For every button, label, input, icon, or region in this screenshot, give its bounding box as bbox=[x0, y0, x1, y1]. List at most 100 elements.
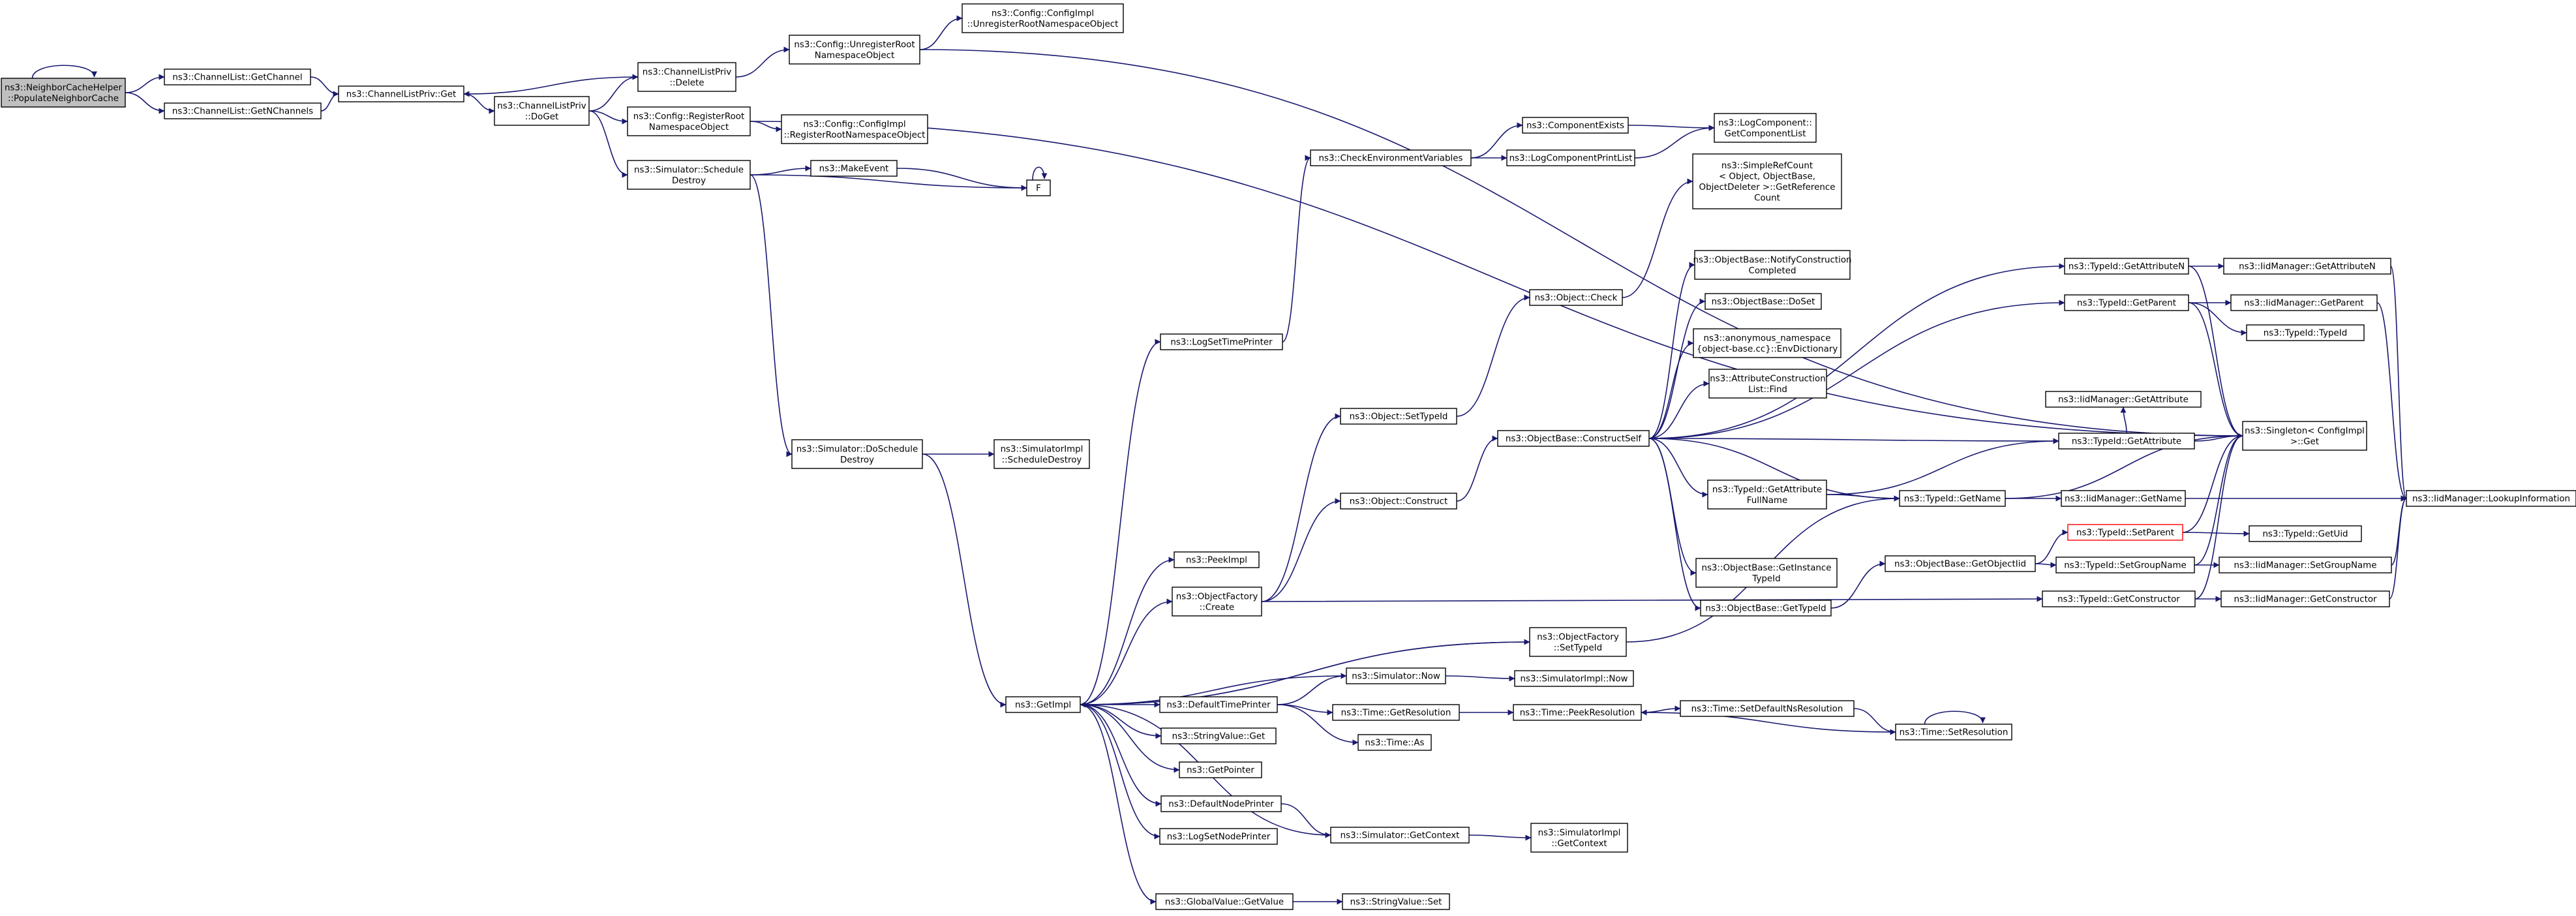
node-simGetContext[interactable]: ns3::Simulator::GetContext bbox=[1330, 827, 1470, 844]
node-logCompGetList[interactable]: ns3::LogComponent::GetComponentList bbox=[1714, 113, 1817, 143]
node-objBaseGetTypeId[interactable]: ns3::ObjectBase::GetTypeId bbox=[1700, 600, 1832, 617]
node-chPrivDoGet[interactable]: ns3::ChannelListPriv::DoGet bbox=[494, 96, 590, 126]
node-iidGetAttrN[interactable]: ns3::IidManager::GetAttributeN bbox=[2223, 258, 2391, 275]
node-globalValueGetValue[interactable]: ns3::GlobalValue::GetValue bbox=[1155, 893, 1294, 910]
node-box bbox=[2058, 433, 2195, 450]
node-typeIdGetConstructor[interactable]: ns3::TypeId::GetConstructor bbox=[2042, 590, 2196, 607]
node-simSchedDestroy[interactable]: ns3::Simulator::ScheduleDestroy bbox=[627, 160, 751, 190]
node-typeIdGetParent[interactable]: ns3::TypeId::GetParent bbox=[2064, 294, 2189, 311]
node-label: ObjectDeleter >::GetReference bbox=[1699, 183, 1836, 192]
node-simImplSchedDestroy[interactable]: ns3::SimulatorImpl::ScheduleDestroy bbox=[993, 439, 1090, 469]
node-label: ns3::TypeId::GetAttributeN bbox=[2068, 262, 2185, 272]
edge-path bbox=[1456, 294, 1530, 417]
node-box bbox=[962, 3, 1124, 33]
node-iidGetAttribute[interactable]: ns3::IidManager::GetAttribute bbox=[2045, 391, 2202, 408]
node-cfgImplRegister[interactable]: ns3::Config::ConfigImpl::RegisterRootNam… bbox=[781, 114, 928, 144]
node-chPrivDelete[interactable]: ns3::ChannelListPriv::Delete bbox=[637, 62, 736, 92]
edge-getNChannels-to-chPrivGet bbox=[320, 91, 339, 112]
edge-path bbox=[1445, 675, 1515, 682]
node-cfgRegister[interactable]: ns3::Config::RegisterRootNamespaceObject bbox=[627, 106, 751, 136]
node-objSetTypeId[interactable]: ns3::Object::SetTypeId bbox=[1340, 408, 1457, 425]
node-objCheck[interactable]: ns3::Object::Check bbox=[1529, 289, 1623, 306]
node-box bbox=[2067, 524, 2183, 541]
node-compExists[interactable]: ns3::ComponentExists bbox=[1522, 117, 1629, 134]
node-singletonGet[interactable]: ns3::Singleton< ConfigImpl>::Get bbox=[2242, 421, 2367, 451]
node-timeGetResolution[interactable]: ns3::Time::GetResolution bbox=[1332, 704, 1460, 721]
node-box bbox=[494, 96, 590, 126]
node-iidGetConstructor[interactable]: ns3::IidManager::GetConstructor bbox=[2220, 590, 2390, 607]
node-typeIdGetName[interactable]: ns3::TypeId::GetName bbox=[1899, 490, 2006, 507]
edge-getChannel-to-chPrivGet bbox=[310, 76, 339, 97]
edge-objBaseConstructSelf-to-typeIdGetParent bbox=[1648, 299, 2065, 439]
node-iidGetParent[interactable]: ns3::IidManager::GetParent bbox=[2230, 294, 2378, 311]
node-logSetTimePrinter[interactable]: ns3::LogSetTimePrinter bbox=[1160, 333, 1283, 350]
node-envDictionary[interactable]: ns3::anonymous_namespace{object-base.cc}… bbox=[1693, 328, 1841, 358]
node-label: ns3::Simulator::GetContext bbox=[1341, 831, 1460, 841]
node-simImplNow[interactable]: ns3::SimulatorImpl::Now bbox=[1514, 670, 1634, 687]
node-timeSetDefaultNs[interactable]: ns3::Time::SetDefaultNsResolution bbox=[1680, 700, 1855, 717]
node-objBaseConstructSelf[interactable]: ns3::ObjectBase::ConstructSelf bbox=[1497, 430, 1650, 447]
node-iidGetName[interactable]: ns3::IidManager::GetName bbox=[2061, 490, 2186, 507]
node-box bbox=[1346, 667, 1446, 684]
node-label: ns3::LogComponent:: bbox=[1718, 118, 1812, 128]
node-iidSetGroupName[interactable]: ns3::IidManager::SetGroupName bbox=[2219, 557, 2392, 573]
node-simImplGetContext[interactable]: ns3::SimulatorImpl::GetContext bbox=[1530, 823, 1628, 853]
node-stringValueGet[interactable]: ns3::StringValue::Get bbox=[1160, 727, 1277, 744]
node-defaultTimePrinter[interactable]: ns3::DefaultTimePrinter bbox=[1159, 696, 1278, 713]
node-getChannel[interactable]: ns3::ChannelList::GetChannel bbox=[164, 69, 311, 85]
edge-defaultTimePrinter-to-simNow bbox=[1277, 673, 1347, 705]
node-getImpl[interactable]: ns3::GetImpl bbox=[1005, 696, 1081, 713]
node-timeSetResolution[interactable]: ns3::Time::SetResolution bbox=[1895, 724, 2012, 740]
node-stringValueSet[interactable]: ns3::StringValue::Set bbox=[1342, 893, 1450, 910]
node-label: ns3::IidManager::GetAttributeN bbox=[2239, 262, 2376, 272]
node-box bbox=[810, 160, 898, 177]
node-typeIdGetAttrN[interactable]: ns3::TypeId::GetAttributeN bbox=[2064, 258, 2189, 275]
node-timePeekResolution[interactable]: ns3::Time::PeekResolution bbox=[1513, 704, 1642, 721]
edge-path bbox=[735, 46, 790, 78]
edge-chPrivGet-to-chPrivDoGet bbox=[463, 93, 495, 114]
node-defaultNodePrinter[interactable]: ns3::DefaultNodePrinter bbox=[1160, 795, 1282, 812]
node-F[interactable]: F bbox=[1026, 179, 1051, 196]
node-getPointer[interactable]: ns3::GetPointer bbox=[1179, 761, 1262, 778]
node-root[interactable]: ns3::NeighborCacheHelper::PopulateNeighb… bbox=[1, 78, 126, 108]
edge-objBaseGetTypeId-to-objBaseGetObjectIid bbox=[1830, 560, 1886, 609]
node-typeIdGetUid[interactable]: ns3::TypeId::GetUid bbox=[2249, 525, 2362, 542]
node-label: ::RegisterRootNamespaceObject bbox=[784, 130, 926, 140]
node-cfgUnregister[interactable]: ns3::Config::UnregisterRootNamespaceObje… bbox=[789, 35, 920, 65]
edge-path bbox=[2035, 529, 2068, 564]
node-typeIdGetAttribute[interactable]: ns3::TypeId::GetAttribute bbox=[2058, 433, 2195, 450]
node-typeIdSetParent[interactable]: ns3::TypeId::SetParent bbox=[2067, 524, 2183, 541]
node-objConstruct[interactable]: ns3::Object::Construct bbox=[1340, 493, 1457, 510]
node-label: F bbox=[1036, 184, 1041, 194]
node-notifyConstruction[interactable]: ns3::ObjectBase::NotifyConstructionCompl… bbox=[1693, 250, 1852, 280]
node-getNChannels[interactable]: ns3::ChannelList::GetNChannels bbox=[164, 102, 322, 119]
edge-path bbox=[1080, 704, 1162, 807]
node-objFactCreate[interactable]: ns3::ObjectFactory::Create bbox=[1172, 587, 1262, 617]
node-typeIdSetGroupName[interactable]: ns3::TypeId::SetGroupName bbox=[2055, 557, 2195, 573]
node-iidLookup[interactable]: ns3::IidManager::LookupInformation bbox=[2406, 490, 2576, 507]
edge-root-to-root bbox=[31, 65, 97, 79]
node-peekImpl[interactable]: ns3::PeekImpl bbox=[1174, 551, 1260, 568]
node-objBaseDoSet[interactable]: ns3::ObjectBase::DoSet bbox=[1705, 293, 1822, 310]
node-simNow[interactable]: ns3::Simulator::Now bbox=[1346, 667, 1446, 684]
node-simpleRef[interactable]: ns3::SimpleRefCount< Object, ObjectBase,… bbox=[1692, 153, 1842, 209]
node-cfgImplUnregister[interactable]: ns3::Config::ConfigImpl::UnregisterRootN… bbox=[962, 3, 1124, 33]
node-objBaseGetObjectIid[interactable]: ns3::ObjectBase::GetObjectIid bbox=[1885, 555, 2036, 572]
node-chPrivGet[interactable]: ns3::ChannelListPriv::Get bbox=[338, 85, 464, 102]
node-label: ns3::Object::Construct bbox=[1350, 497, 1448, 507]
node-label: List::Find bbox=[1748, 385, 1787, 395]
node-timeAs[interactable]: ns3::Time::As bbox=[1357, 734, 1432, 751]
node-typeIdTypeId[interactable]: ns3::TypeId::TypeId bbox=[2246, 324, 2365, 341]
node-objFactSetTypeId[interactable]: ns3::ObjectFactory::SetTypeId bbox=[1529, 627, 1627, 657]
node-logCompPrint[interactable]: ns3::LogComponentPrintList bbox=[1506, 149, 1635, 166]
node-logSetNodePrinter[interactable]: ns3::LogSetNodePrinter bbox=[1159, 828, 1278, 845]
node-label: ns3::MakeEvent bbox=[819, 164, 889, 174]
node-label: ns3::TypeId::GetParent bbox=[2077, 299, 2176, 309]
node-makeEvent[interactable]: ns3::MakeEvent bbox=[810, 160, 898, 177]
node-checkEnv[interactable]: ns3::CheckEnvironmentVariables bbox=[1310, 149, 1472, 166]
node-box bbox=[1529, 627, 1627, 657]
